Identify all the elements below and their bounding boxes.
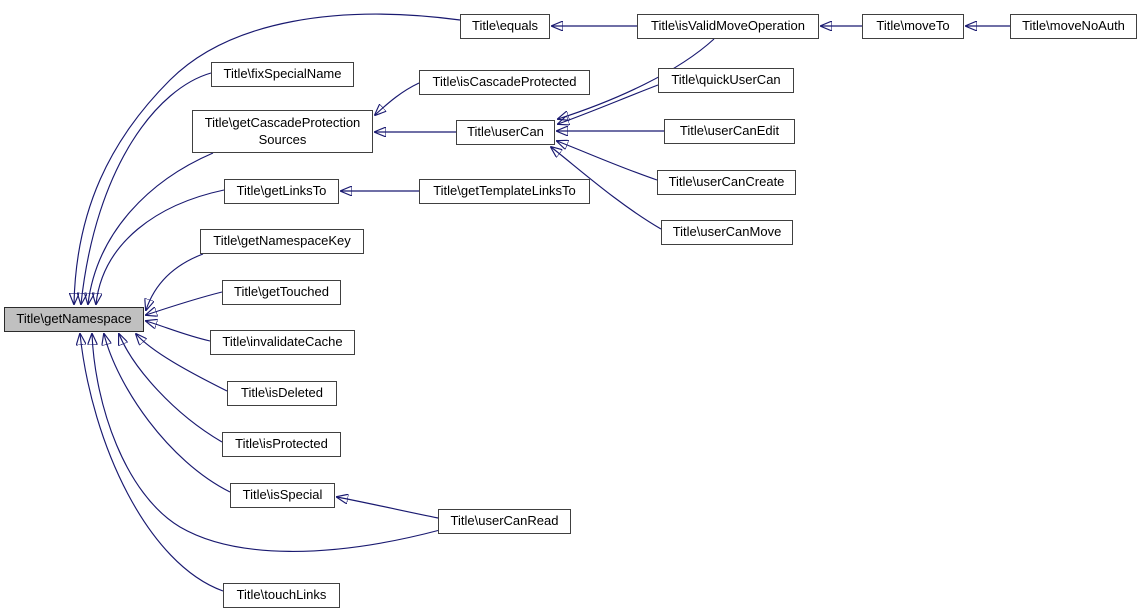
node-isCascadeProtected[interactable]: Title\isCascadeProtected — [419, 70, 590, 95]
node-getLinksTo[interactable]: Title\getLinksTo — [224, 179, 339, 204]
edge-userCanRead-to-getNamespace — [92, 334, 441, 552]
node-userCanRead[interactable]: Title\userCanRead — [438, 509, 571, 534]
node-isDeleted[interactable]: Title\isDeleted — [227, 381, 337, 406]
node-fixSpecialName[interactable]: Title\fixSpecialName — [211, 62, 354, 87]
node-userCan[interactable]: Title\userCan — [456, 120, 555, 145]
node-userCanEdit[interactable]: Title\userCanEdit — [664, 119, 795, 144]
node-touchLinks[interactable]: Title\touchLinks — [223, 583, 340, 608]
edge-isDeleted-to-getNamespace — [136, 334, 228, 392]
node-getNamespace: Title\getNamespace — [4, 307, 144, 332]
edge-invalidateCache-to-getNamespace — [146, 321, 211, 342]
node-isValidMoveOperation[interactable]: Title\isValidMoveOperation — [637, 14, 819, 39]
node-getCascadeProtectionSources[interactable]: Title\getCascadeProtection Sources — [192, 110, 373, 153]
node-getTouched[interactable]: Title\getTouched — [222, 280, 341, 305]
edge-equals-to-getNamespace — [74, 13, 461, 304]
edge-userCanMove-to-userCan — [551, 147, 662, 230]
node-getTemplateLinksTo[interactable]: Title\getTemplateLinksTo — [419, 179, 590, 204]
node-isSpecial[interactable]: Title\isSpecial — [230, 483, 335, 508]
edge-getLinksTo-to-getNamespace — [96, 189, 225, 304]
edge-isValidMoveOperation-to-userCan — [558, 38, 715, 119]
edge-userCanCreate-to-userCan — [557, 141, 658, 181]
node-quickUserCan[interactable]: Title\quickUserCan — [658, 68, 794, 93]
node-userCanMove[interactable]: Title\userCanMove — [661, 220, 793, 245]
node-userCanCreate[interactable]: Title\userCanCreate — [657, 170, 796, 195]
node-moveNoAuth[interactable]: Title\moveNoAuth — [1010, 14, 1137, 39]
edge-isProtected-to-getNamespace — [119, 334, 223, 443]
edge-fixSpecialName-to-getNamespace — [81, 72, 212, 304]
node-equals[interactable]: Title\equals — [460, 14, 550, 39]
edge-getNamespaceKey-to-getNamespace — [146, 253, 204, 310]
edge-userCanRead-to-isSpecial — [337, 497, 439, 519]
edge-isCascadeProtected-to-getCascadeProtectionSources — [375, 82, 420, 115]
edge-getCascadeProtectionSources-to-getNamespace — [88, 152, 214, 304]
edge-quickUserCan-to-userCan — [558, 84, 659, 124]
node-invalidateCache[interactable]: Title\invalidateCache — [210, 330, 355, 355]
edge-isSpecial-to-getNamespace — [104, 334, 231, 493]
edge-getTouched-to-getNamespace — [146, 291, 223, 315]
edge-touchLinks-to-getNamespace — [80, 334, 224, 592]
node-getNamespaceKey[interactable]: Title\getNamespaceKey — [200, 229, 364, 254]
node-moveTo[interactable]: Title\moveTo — [862, 14, 964, 39]
node-isProtected[interactable]: Title\isProtected — [222, 432, 341, 457]
